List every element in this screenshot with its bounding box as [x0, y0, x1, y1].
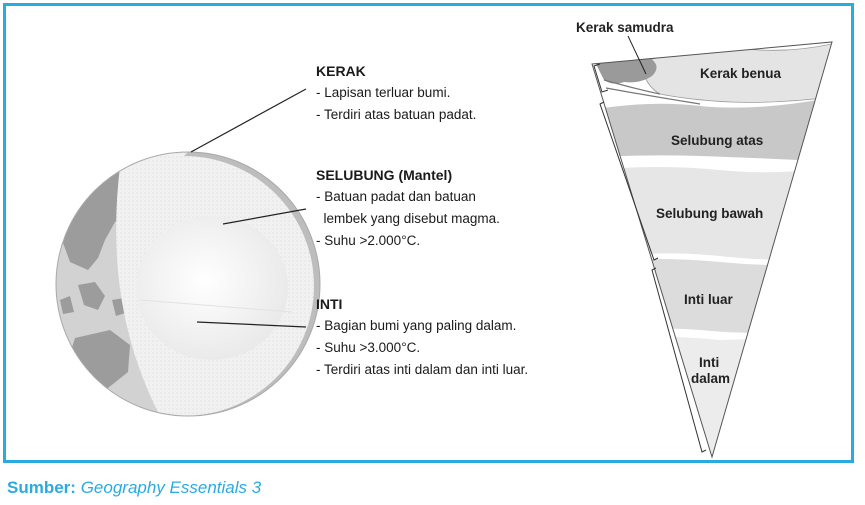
mantle-line-3: - Suhu >2.000°C. — [316, 233, 421, 248]
crust-leader-line — [190, 88, 307, 153]
mantle-line-1: - Batuan padat dan batuan — [316, 189, 476, 204]
mantle-leader-line — [222, 208, 307, 225]
southeast-asia-islands — [60, 282, 128, 316]
core-description: INTI - Bagian bumi yang paling dalam. - … — [316, 293, 528, 381]
mantle-line-2: lembek yang disebut magma. — [316, 211, 500, 226]
lower-mantle-label: Selubung bawah — [656, 206, 764, 221]
inner-core-label-line-2: dalam — [691, 371, 731, 386]
core-leader-line — [196, 321, 307, 328]
earth-globe — [55, 151, 321, 417]
mantle-description: SELUBUNG (Mantel) - Batuan padat dan bat… — [316, 164, 500, 252]
core-line-1: - Bagian bumi yang paling dalam. — [316, 318, 517, 333]
core-line-2: - Suhu >3.000°C. — [316, 340, 421, 355]
inner-core-label-line-1: Inti — [699, 355, 720, 370]
outer-core-label: Inti luar — [684, 292, 733, 307]
mantle-title: SELUBUNG (Mantel) — [316, 167, 453, 183]
oceanic-crust-leader-line — [627, 35, 647, 75]
oceanic-crust-label: Kerak samudra — [576, 20, 674, 35]
crust-line-1: - Lapisan terluar bumi. — [316, 85, 451, 100]
core-sphere — [136, 216, 288, 360]
wedge-outline — [591, 41, 833, 459]
crust-bracket — [593, 63, 609, 93]
upper-mantle-label: Selubung atas — [671, 133, 764, 148]
upper-mantle-band — [592, 96, 832, 162]
core-title: INTI — [316, 296, 343, 312]
crust-title: KERAK — [316, 63, 366, 79]
source-credit: Sumber: Geography Essentials 3 — [7, 478, 261, 498]
crust-description: KERAK - Lapisan terluar bumi. - Terdiri … — [316, 60, 476, 126]
crust-line-2: - Terdiri atas batuan padat. — [316, 107, 477, 122]
source-value: Geography Essentials 3 — [80, 478, 262, 497]
figure-frame — [3, 3, 854, 463]
continental-crust-label: Kerak benua — [700, 66, 782, 81]
source-label: Sumber: — [7, 478, 76, 497]
mantle-bracket — [599, 101, 659, 261]
core-line-3: - Terdiri atas inti dalam dan inti luar. — [316, 362, 529, 377]
earth-wedge-cross-section — [592, 42, 832, 457]
core-bracket — [651, 267, 707, 453]
